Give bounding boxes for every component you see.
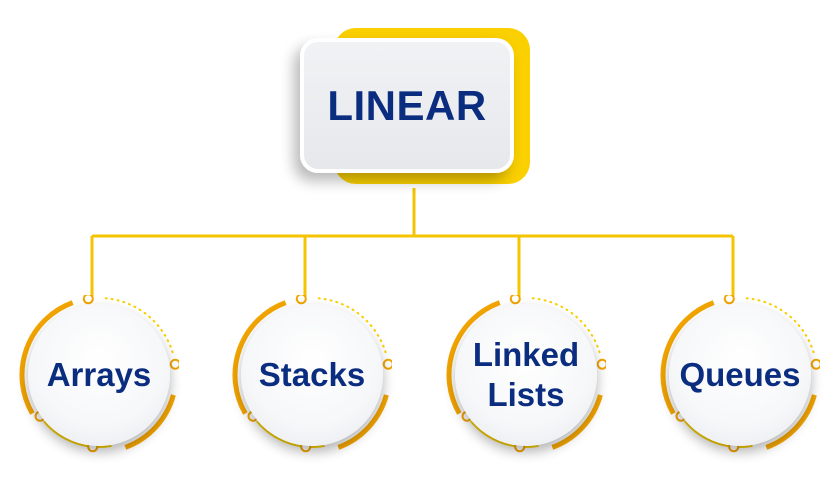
- ring-dot-top: [82, 295, 94, 305]
- node-label-arrays: Arrays: [46, 356, 152, 393]
- ring-dot-top: [295, 295, 307, 305]
- node-circle-queues: Queues: [669, 304, 811, 446]
- node-queues: Queues: [660, 295, 820, 455]
- root-node-label: LINEAR: [327, 81, 487, 129]
- ring-thin-arc-bottom: [470, 420, 539, 448]
- node-label-linked-lists: Linked Lists: [472, 336, 580, 413]
- ring-dotted-arc: [104, 297, 175, 357]
- node-circle-linked-lists: Linked Lists: [455, 304, 597, 446]
- node-arrays: Arrays: [19, 295, 179, 455]
- ring-dot-right: [810, 358, 820, 370]
- ring-thick-arc-left: [660, 300, 715, 415]
- node-stacks: Stacks: [232, 295, 392, 455]
- node-ring-queues: [660, 295, 820, 453]
- root-node-card: LINEAR: [300, 38, 514, 173]
- ring-thick-arc-right: [551, 394, 603, 450]
- ring-thin-arc-bottom: [43, 420, 112, 448]
- ring-thick-arc-left: [446, 300, 501, 415]
- ring-dotted-arc: [531, 297, 602, 357]
- ring-dotted-arc: [317, 297, 388, 357]
- ring-dotted-arc: [745, 297, 816, 357]
- node-label-queues: Queues: [679, 356, 801, 393]
- node-circle-arrays: Arrays: [28, 304, 170, 446]
- node-linked-lists: Linked Lists: [446, 295, 606, 455]
- ring-thin-arc-bottom: [684, 420, 753, 448]
- ring-thin-arc-bottom: [256, 420, 325, 448]
- ring-thick-arc-left: [232, 300, 287, 415]
- ring-thick-arc-right: [765, 394, 817, 450]
- ring-thick-arc-right: [124, 394, 176, 450]
- root-node: LINEAR: [300, 28, 532, 188]
- ring-thick-arc-left: [19, 300, 74, 415]
- ring-dot-top: [509, 295, 521, 305]
- ring-thick-arc-right: [337, 394, 389, 450]
- node-ring-arrays: [19, 295, 179, 453]
- ring-dot-top: [723, 295, 735, 305]
- ring-dot-right: [169, 358, 179, 370]
- ring-dot-right: [596, 358, 606, 370]
- node-label-stacks: Stacks: [258, 356, 366, 393]
- node-circle-stacks: Stacks: [241, 304, 383, 446]
- ring-dot-right: [382, 358, 392, 370]
